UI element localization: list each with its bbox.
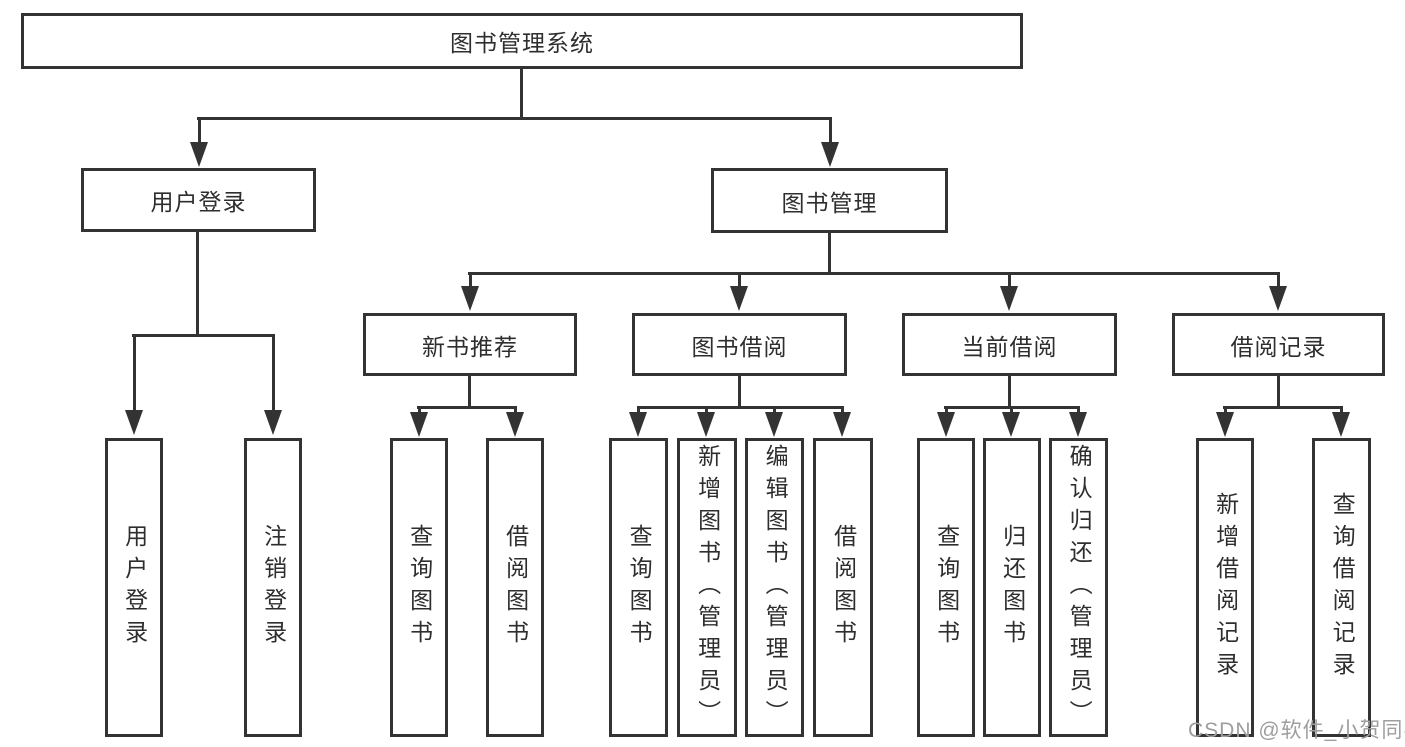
connector-line — [196, 232, 199, 337]
leaf-label: 查询图书 — [933, 523, 960, 652]
arrow-down-icon — [506, 412, 524, 437]
leaf-logout: 注销登录 — [244, 438, 302, 737]
connector-line — [1008, 376, 1011, 409]
node-label: 新书推荐 — [422, 333, 518, 360]
arrow-down-icon — [125, 410, 143, 435]
arrow-down-icon — [937, 412, 955, 437]
leaf-return-books: 归还图书 — [983, 438, 1041, 737]
leaf-query-borrow-record: 查询借阅记录 — [1312, 438, 1371, 737]
connector-line — [1010, 406, 1013, 414]
connector-line — [1223, 406, 1342, 409]
connector-line — [773, 406, 776, 414]
node-root-system: 图书管理系统 — [21, 13, 1023, 69]
leaf-label: 查询图书 — [626, 523, 653, 652]
arrow-down-icon — [1269, 286, 1287, 311]
connector-line — [705, 406, 708, 414]
arrow-down-icon — [190, 142, 208, 167]
node-label: 当前借阅 — [961, 333, 1058, 360]
leaf-label: 查询图书 — [406, 523, 433, 652]
leaf-label: 编辑图书（管理员） — [762, 443, 789, 732]
node-borrow-records: 借阅记录 — [1172, 313, 1385, 376]
leaf-label: 注销登录 — [260, 523, 287, 652]
node-label: 图书管理 — [781, 189, 878, 216]
connector-line — [272, 334, 275, 412]
arrow-down-icon — [410, 412, 428, 437]
arrow-down-icon — [1000, 286, 1018, 311]
connector-line — [520, 69, 523, 119]
arrow-down-icon — [697, 412, 715, 437]
connector-line — [945, 406, 948, 414]
leaf-edit-books-admin: 编辑图书（管理员） — [745, 438, 804, 737]
connector-line — [1008, 272, 1011, 288]
connector-line — [829, 117, 832, 144]
node-label: 用户登录 — [150, 189, 247, 215]
leaf-label: 确认归还（管理员） — [1066, 443, 1093, 732]
connector-line — [514, 406, 517, 414]
connector-line — [1340, 406, 1343, 414]
leaf-label: 新增图书（管理员） — [694, 443, 721, 732]
leaf-query-books-borrow: 查询图书 — [609, 438, 668, 737]
leaf-borrow-books-recommend: 借阅图书 — [486, 438, 544, 737]
node-book-borrow: 图书借阅 — [632, 313, 847, 376]
arrow-down-icon — [1069, 412, 1087, 437]
leaf-label: 借阅图书 — [502, 523, 529, 652]
connector-line — [417, 406, 517, 409]
leaf-user-login: 用户登录 — [105, 438, 163, 737]
connector-line — [1277, 376, 1280, 409]
connector-line — [828, 233, 831, 275]
node-label: 图书借阅 — [691, 333, 788, 360]
leaf-add-borrow-record: 新增借阅记录 — [1196, 438, 1254, 737]
connector-line — [841, 406, 844, 414]
connector-line — [197, 117, 831, 120]
leaf-label: 归还图书 — [999, 523, 1026, 652]
node-new-book-recommend: 新书推荐 — [363, 313, 577, 376]
leaf-query-books-recommend: 查询图书 — [390, 438, 448, 737]
leaf-add-books-admin: 新增图书（管理员） — [677, 438, 737, 737]
node-label: 图书管理系统 — [450, 30, 594, 56]
connector-line — [1077, 406, 1080, 414]
arrow-down-icon — [629, 412, 647, 437]
node-user-login: 用户登录 — [81, 168, 316, 232]
connector-line — [132, 334, 275, 337]
connector-line — [133, 334, 136, 412]
connector-line — [418, 406, 421, 414]
leaf-label: 用户登录 — [121, 523, 148, 652]
node-book-management: 图书管理 — [711, 168, 948, 233]
leaf-label: 新增借阅记录 — [1212, 491, 1239, 684]
connector-line — [637, 406, 640, 414]
node-label: 借阅记录 — [1230, 333, 1327, 360]
arrow-down-icon — [833, 412, 851, 437]
leaf-label: 查询借阅记录 — [1329, 491, 1356, 684]
connector-line — [637, 406, 844, 409]
arrow-down-icon — [461, 286, 479, 311]
connector-line — [468, 376, 471, 409]
arrow-down-icon — [1002, 412, 1020, 437]
arrow-down-icon — [1332, 412, 1350, 437]
connector-line — [198, 117, 201, 144]
connector-line — [738, 272, 741, 288]
leaf-confirm-return-admin: 确认归还（管理员） — [1049, 438, 1108, 737]
connector-line — [738, 376, 741, 409]
connector-line — [1277, 272, 1280, 288]
leaf-query-books-current: 查询图书 — [917, 438, 975, 737]
connector-line — [469, 272, 472, 288]
node-current-borrow: 当前借阅 — [902, 313, 1117, 376]
connector-line — [1224, 406, 1227, 414]
leaf-label: 借阅图书 — [830, 523, 857, 652]
connector-line — [468, 272, 1280, 275]
arrow-down-icon — [821, 142, 839, 167]
arrow-down-icon — [765, 412, 783, 437]
arrow-down-icon — [730, 286, 748, 311]
arrow-down-icon — [1216, 412, 1234, 437]
csdn-watermark: CSDN @软件_小贺同学 — [1188, 719, 1405, 742]
leaf-borrow-books: 借阅图书 — [813, 438, 873, 737]
arrow-down-icon — [264, 410, 282, 435]
